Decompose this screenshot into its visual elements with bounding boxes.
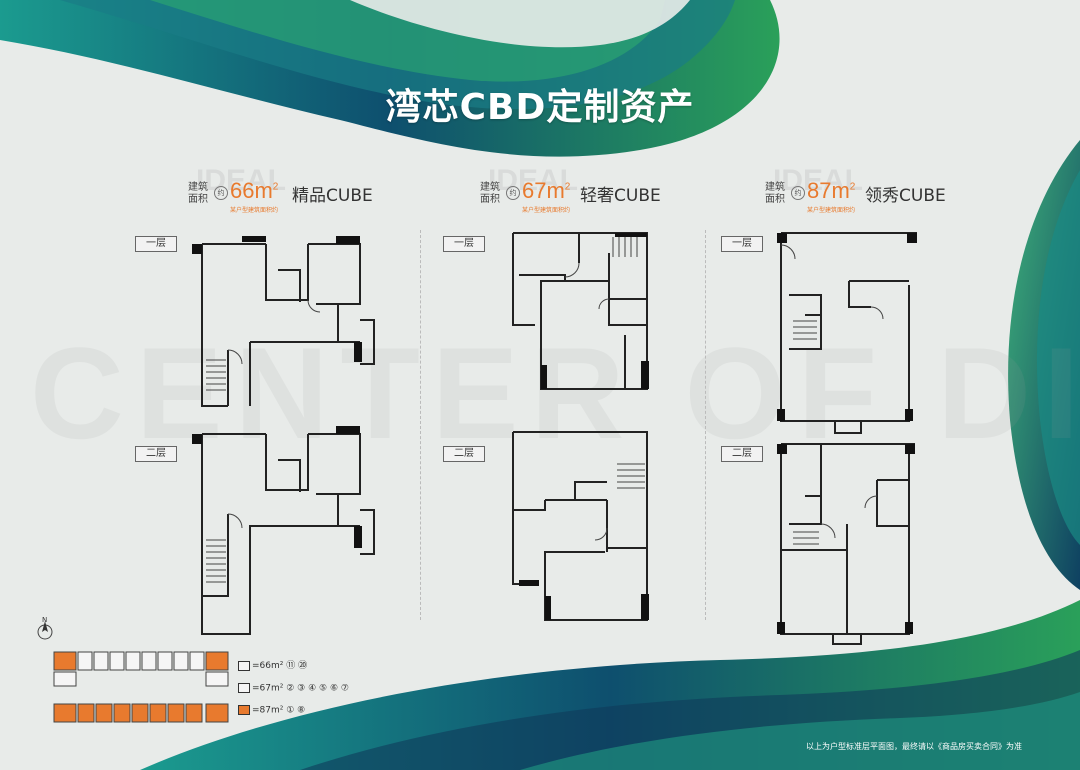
unit-header-67: IDEAL 建筑面积 约 67m2 轻奢CUBE 某户型建筑面积约 (480, 164, 710, 218)
legend-text: =67m² ② ③ ④ ⑤ ⑥ ⑦ (252, 683, 349, 694)
area-label: 建筑面积 (480, 182, 500, 205)
unit-note: 某户型建筑面积约 (807, 207, 856, 214)
north-label: N (42, 616, 48, 624)
floor-plan-87-first (777, 232, 917, 434)
floor-plan-66-first (192, 236, 375, 407)
unit-note: 某户型建筑面积约 (522, 207, 571, 214)
floor-tag-second: 二层 (721, 446, 763, 462)
ghost-text: IDEAL (488, 164, 578, 197)
unit-note: 某户型建筑面积约 (230, 207, 279, 214)
approx-badge: 约 (791, 186, 805, 200)
area-value: 67m2 (522, 178, 571, 203)
floor-tag-second: 二层 (443, 446, 485, 462)
area-label: 建筑面积 (765, 182, 785, 205)
ghost-text: IDEAL (196, 164, 286, 197)
site-key-plan (53, 651, 229, 723)
floor-plan-67-first (512, 232, 649, 390)
disclaimer-footnote: 以上为户型标准层平面图，最终请以《商品房买卖合同》为准 (806, 742, 1022, 751)
legend-row-87: =87m² ① ⑧ (238, 705, 305, 716)
legend-text: =87m² ① ⑧ (252, 705, 306, 716)
floor-tag-first: 一层 (721, 236, 763, 252)
unit-name: 轻奢CUBE (580, 186, 661, 206)
floor-plan-66-second (192, 426, 375, 635)
area-value: 66m2 (230, 178, 279, 203)
north-arrow-icon (37, 621, 53, 640)
floor-plan-87-second (777, 443, 915, 645)
legend-row-67: =67m² ② ③ ④ ⑤ ⑥ ⑦ (238, 683, 349, 694)
floor-plan-67-second (512, 431, 649, 621)
approx-badge: 约 (214, 186, 228, 200)
legend-swatch (238, 683, 250, 693)
watermark-text: CENTER OF DIVERSITY (30, 320, 1080, 466)
floor-tag-first: 一层 (443, 236, 485, 252)
column-divider (420, 230, 421, 620)
page-title: 湾芯CBD定制资产 (385, 87, 695, 128)
legend-text: =66m² ⑪ ⑳ (252, 661, 308, 671)
unit-name: 精品CUBE (292, 186, 373, 206)
area-label: 建筑面积 (188, 182, 208, 205)
ghost-text: IDEAL (773, 164, 863, 197)
unit-header-66: IDEAL 建筑面积 约 66m2 精品CUBE 某户型建筑面积约 (188, 164, 418, 218)
legend-row-66: =66m² ⑪ ⑳ (238, 658, 307, 671)
floor-tag-first: 一层 (135, 236, 177, 252)
approx-badge: 约 (506, 186, 520, 200)
unit-name: 领秀CUBE (865, 186, 946, 206)
legend-swatch (238, 705, 250, 715)
floor-tag-second: 二层 (135, 446, 177, 462)
column-divider (705, 230, 706, 620)
legend-swatch (238, 660, 250, 671)
area-value: 87m2 (807, 178, 856, 203)
unit-header-87: IDEAL 建筑面积 约 87m2 领秀CUBE 某户型建筑面积约 (765, 164, 995, 218)
